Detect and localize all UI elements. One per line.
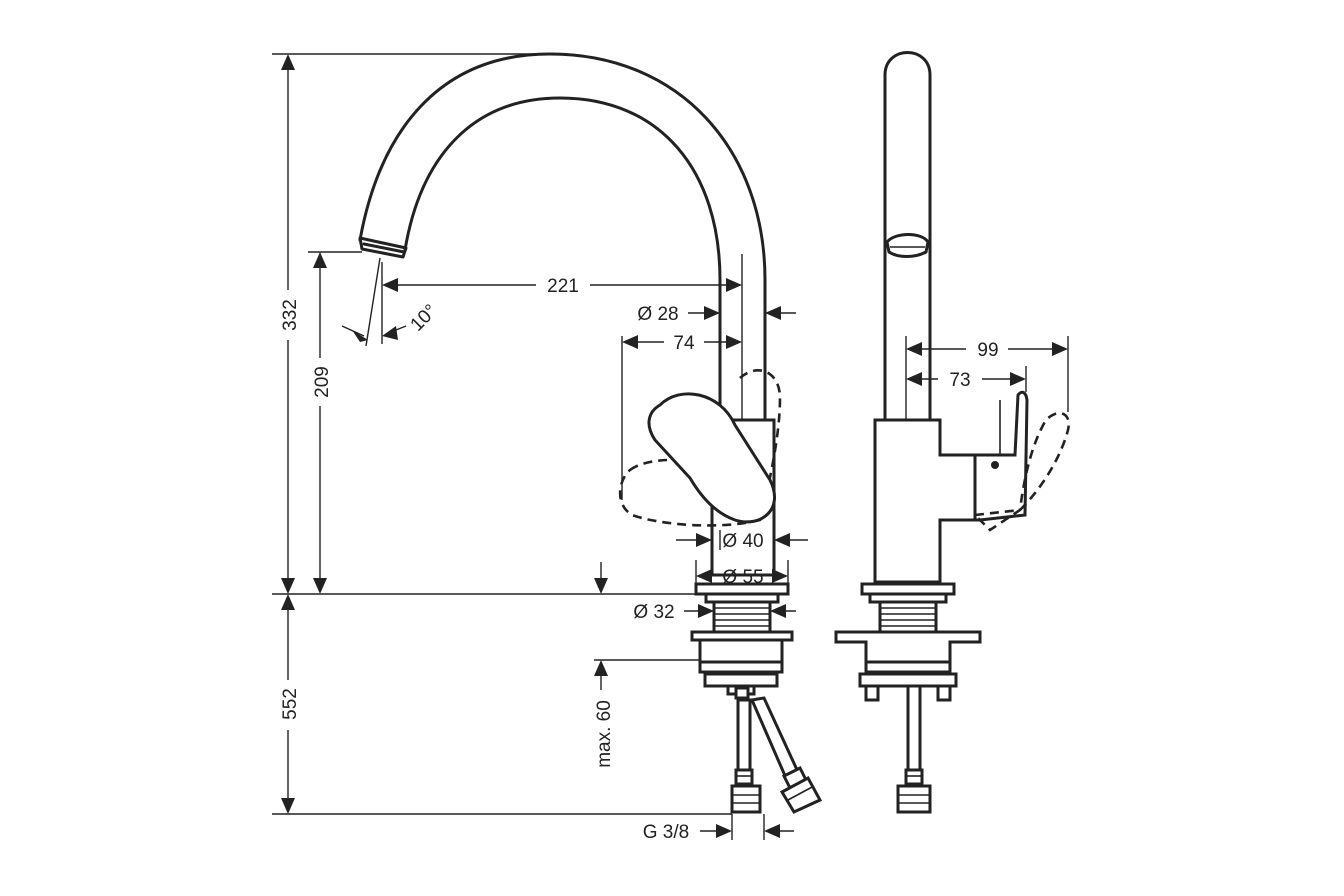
side-fixing-nut: [858, 672, 958, 688]
dimension-221: 221: [382, 276, 742, 297]
dim-height-total: 332: [280, 299, 301, 331]
fixing-nut: [703, 672, 779, 688]
supply-hose-angled: [749, 696, 800, 781]
dim-body-diameter: Ø 40: [722, 531, 763, 552]
front-view: [358, 52, 823, 814]
lever-dashed-position-up: [739, 369, 782, 501]
dimension-74: 74: [622, 333, 742, 354]
dim-reach: 221: [547, 276, 579, 297]
dim-lever-offset: 74: [673, 333, 695, 354]
dim-base-diameter: Ø 55: [722, 567, 763, 588]
dim-lever-depth: 73: [949, 370, 970, 391]
side-lever[interactable]: [973, 390, 1029, 522]
hose-connector-angled: [779, 775, 823, 814]
side-body-outline: [873, 418, 977, 584]
dim-side-depth: 99: [977, 340, 998, 361]
aerator-outline: [358, 236, 408, 259]
spout-outer-outline: [358, 52, 767, 422]
lever-handle[interactable]: [647, 392, 777, 524]
side-supply-hose: [906, 684, 922, 772]
side-lever-dashed-position: [972, 411, 1070, 532]
dimension-332: 332: [280, 54, 301, 594]
side-deck-plate: [834, 630, 982, 664]
dim-below-deck: 552: [280, 688, 301, 720]
deck-plate: [690, 630, 794, 642]
hose-connector-straight: [730, 784, 762, 814]
dim-angle: 10°: [407, 301, 442, 336]
dimension-209: 209: [312, 252, 333, 594]
spout-inner-outline: [403, 96, 722, 422]
extension-lines: [272, 53, 1069, 840]
side-view: [834, 51, 1070, 814]
dimension-max-thickness: max. 60: [594, 660, 615, 768]
threaded-shank: [712, 600, 772, 634]
dimension-body-diameter: Ø 40: [676, 531, 808, 552]
dimension-base-diameter: Ø 55: [594, 562, 788, 594]
side-hose-connector: [896, 784, 932, 814]
dimension-552: 552: [280, 594, 301, 814]
dimension-spout-diameter: Ø 28: [637, 304, 796, 325]
side-aerator: [885, 233, 930, 258]
supply-hose-straight: [736, 698, 752, 772]
dim-mount-diameter: Ø 32: [633, 602, 674, 623]
dimension-99: 99: [906, 340, 1068, 361]
dimension-73: 73: [906, 370, 1026, 391]
dimension-connection: G 3/8: [643, 822, 794, 843]
dimension-mount-diameter: Ø 32: [633, 602, 796, 623]
dimension-angle: 10°: [341, 301, 442, 342]
dim-max-thickness: max. 60: [594, 700, 615, 768]
side-threaded-shank: [878, 600, 938, 634]
dim-connection: G 3/8: [643, 822, 689, 843]
dim-spout-height: 209: [312, 366, 333, 398]
dim-spout-diameter: Ø 28: [637, 304, 678, 325]
